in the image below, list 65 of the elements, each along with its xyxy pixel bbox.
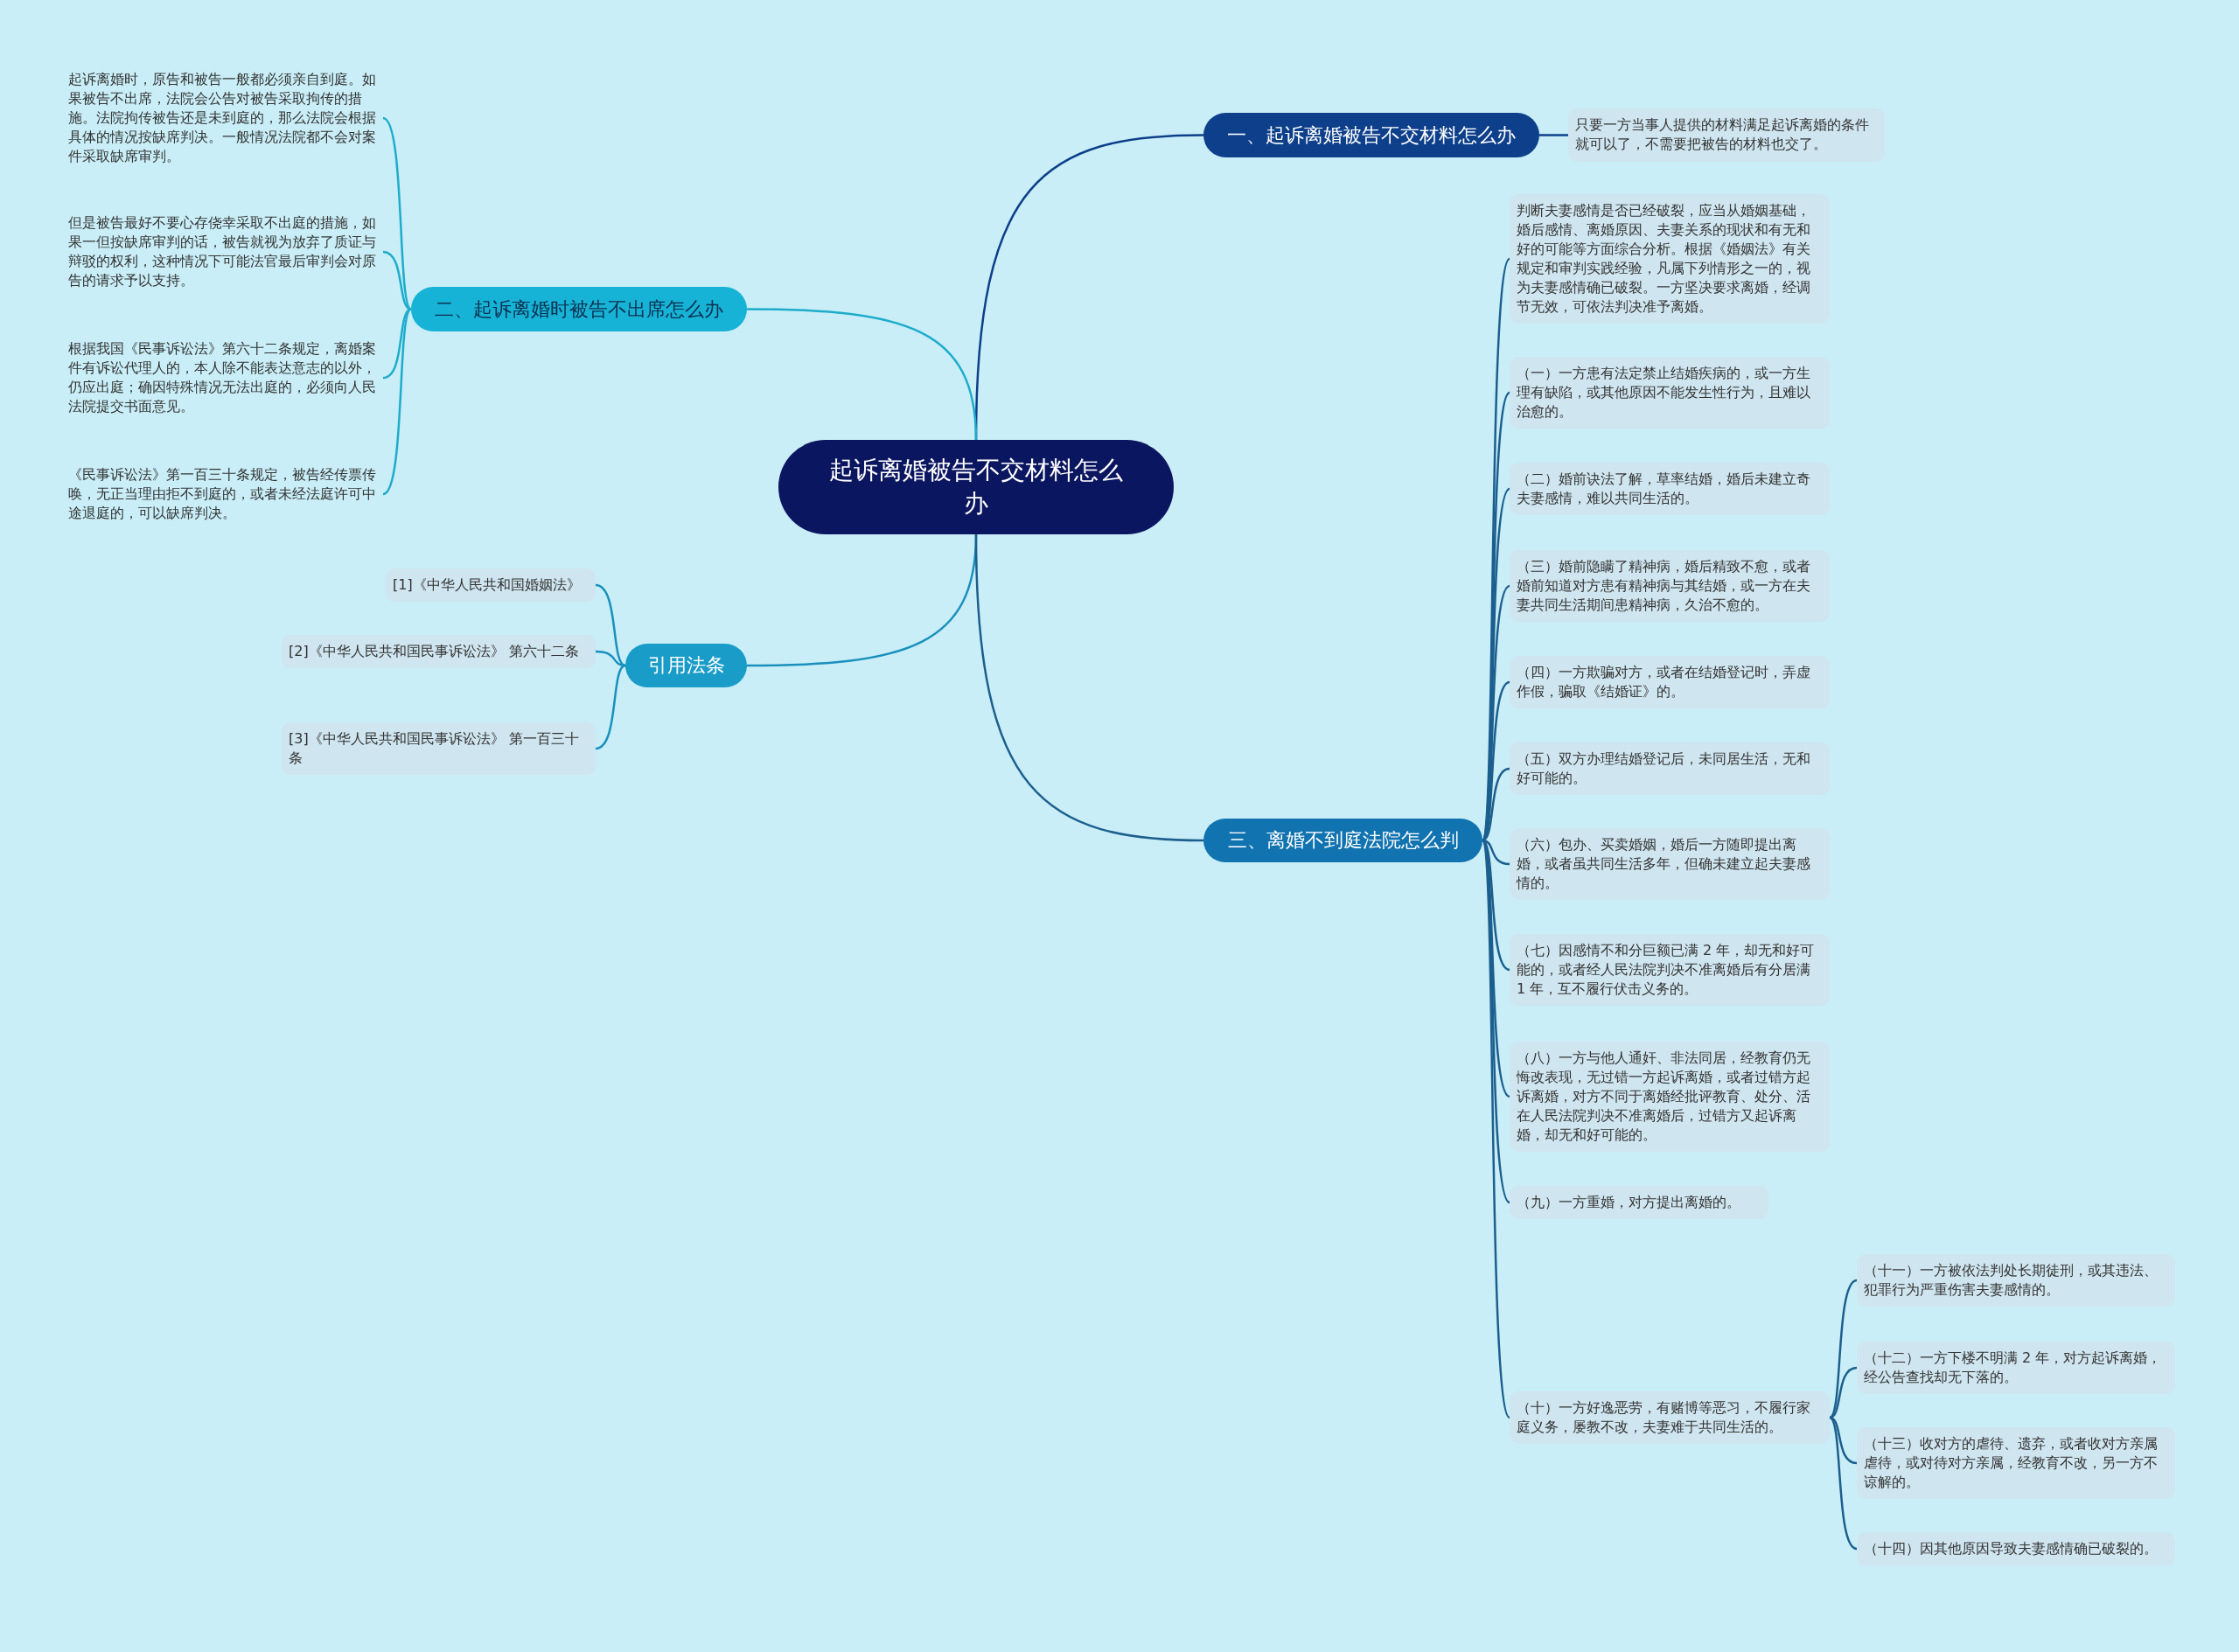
note-text: 只要一方当事人提供的材料满足起诉离婚的条件就可以了，不需要把被告的材料也交了。: [1575, 116, 1869, 152]
note-text: （三）婚前隐瞒了精神病，婚后精致不愈，或者婚前知道对方患有精神病与其结婚，或一方在夫妻共同生活期间患精神病，久治不愈的。: [1517, 558, 1810, 613]
connector: [1539, 134, 1568, 136]
connector: [1829, 1416, 1858, 1465]
connector: [1829, 1366, 1858, 1419]
note-text: （十三）收对方的虐待、遗弃，或者收对方亲属虐待，或对待对方亲属，经教育不改，另一方不谅解的。: [1864, 1435, 2158, 1490]
note-card: [1857, 1342, 2175, 1394]
note-card: [1510, 1186, 1768, 1219]
note-card: [1510, 742, 1830, 795]
connector: [747, 308, 978, 441]
note-card: [1510, 1391, 1830, 1444]
note-text: （十四）因其他原因导致夫妻感情确已破裂的。: [1864, 1540, 2158, 1557]
note-text: （七）因感情不和分巨额已满 2 年，却无和好可能的，或者经人民法院判决不准离婚后有分居满 1 年，互不履行伏击义务的。: [1517, 942, 1815, 997]
note-card: [1568, 108, 1885, 162]
note-text: 判断夫妻感情是否已经破裂，应当从婚姻基础，婚后感情、离婚原因、夫妻关系的现状和有无和好的可能等方面综合分析。根据《婚姻法》有关规定和审判实践经验，凡属下列情形之一的，视为夫妻感情确已破裂。一方坚决要求离婚，经调节无效，可依法判决准予离婚。: [1517, 202, 1810, 315]
central-topic-text: 起诉离婚被告不交材料怎么办: [828, 455, 1124, 519]
note-text: （二）婚前诀法了解，草率结婚，婚后未建立奇夫妻感情，难以共同生活的。: [1517, 471, 1810, 506]
branch-topic-text: 引用法条: [647, 653, 725, 678]
note-text: （九）一方重婚，对方提出离婚的。: [1517, 1194, 1740, 1210]
branch-topic: [1203, 113, 1539, 157]
note-text: [1]《中华人民共和国婚姻法》: [393, 576, 581, 593]
branch-topic-text: 二、起诉离婚时被告不出席怎么办: [435, 296, 723, 322]
connector: [974, 533, 1204, 842]
note-card: [1510, 828, 1830, 900]
note-card: [282, 722, 596, 775]
note-card: [1857, 1532, 2175, 1565]
note-card: [282, 635, 596, 668]
note-text: （一）一方患有法定禁止结婚疾病的，或一方生理有缺陷，或其他原因不能发生性行为，且难以治愈的。: [1517, 365, 1810, 420]
connector: [1829, 1417, 1858, 1551]
note-card: [1510, 656, 1830, 708]
note-text: 起诉离婚时，原告和被告一般都必须亲自到庭。如果被告不出席，法院会公告对被告采取拘传的措施。法院拘传被告还是未到庭的，那么法院会根据具体的情况按缺席判决。一般情况法院都不会对案件采取缺席审判。: [68, 71, 376, 164]
note-text: （八）一方与他人通奸、非法同居，经教育仍无悔改表现，无过错一方起诉离婚，或者过错方起诉离婚，对方不同于离婚经批评教育、处分、活在人民法院判决不准离婚后，过错方又起诉离婚，却无和好可能的。: [1517, 1049, 1810, 1143]
branch-topic: [1203, 819, 1482, 862]
note-card: [1510, 1042, 1830, 1152]
note-text: （十二）一方下楼不明满 2 年，对方起诉离婚，经公告查找却无下落的。: [1864, 1349, 2162, 1385]
note-text: （五）双方办理结婚登记后，未同居生活，无和好可能的。: [1517, 750, 1810, 786]
note-card: [1510, 194, 1830, 324]
connector: [1829, 1279, 1858, 1418]
connector: [382, 308, 412, 495]
note-text: （四）一方欺骗对方，或者在结婚登记时，弄虚作假，骗取《结婚证》的。: [1517, 664, 1810, 700]
branch-topic-text: 一、起诉离婚被告不交材料怎么办: [1227, 122, 1516, 148]
note-card: [1510, 357, 1830, 429]
note-text: （十一）一方被依法判处长期徒刑，或其违法、犯罪行为严重伤害夫妻感情的。: [1864, 1262, 2158, 1298]
note-text: （十）一方好逸恶劳，有赌博等恶习，不履行家庭义务，屡教不改，夫妻难于共同生活的。: [1517, 1399, 1810, 1435]
connector: [382, 117, 412, 310]
connector: [382, 308, 412, 380]
note-text: 但是被告最好不要心存侥幸采取不出庭的措施，如果一但按缺席审判的话，被告就视为放弃了质证与辩驳的权利，这种情况下可能法官最后审判会对原告的请求予以支持。: [68, 214, 376, 289]
note-text: [3]《中华人民共和国民事诉讼法》 第一百三十条: [289, 730, 579, 766]
note-card: [1510, 463, 1830, 515]
connector: [382, 250, 412, 310]
note-card: [1857, 1427, 2175, 1499]
note-text: （六）包办、买卖婚姻，婚后一方随即提出离婚，或者虽共同生活多年，但确未建立起夫妻感情的。: [1517, 836, 1810, 891]
branch-topic: [411, 287, 747, 331]
connector: [595, 583, 626, 667]
connector: [595, 650, 626, 667]
note-text: [2]《中华人民共和国民事诉讼法》 第六十二条: [289, 643, 579, 659]
note-card: [386, 568, 596, 602]
note-card: [1510, 550, 1830, 622]
branch-topic-text: 三、离婚不到庭法院怎么判: [1227, 828, 1459, 853]
branch-topic: [625, 644, 747, 687]
note-card: [1510, 934, 1830, 1006]
note-text: 《民事诉讼法》第一百三十条规定，被告经传票传唤，无正当理由拒不到庭的，或者未经法庭许可中途退庭的，可以缺席判决。: [68, 466, 376, 521]
note-text: 根据我国《民事诉讼法》第六十二条规定，离婚案件有诉讼代理人的，本人除不能表达意志的以外，仍应出庭；确因特殊情况无法出庭的，必须向人民法院提交书面意见。: [68, 340, 376, 415]
note-card: [1857, 1254, 2175, 1307]
connector: [595, 664, 626, 750]
